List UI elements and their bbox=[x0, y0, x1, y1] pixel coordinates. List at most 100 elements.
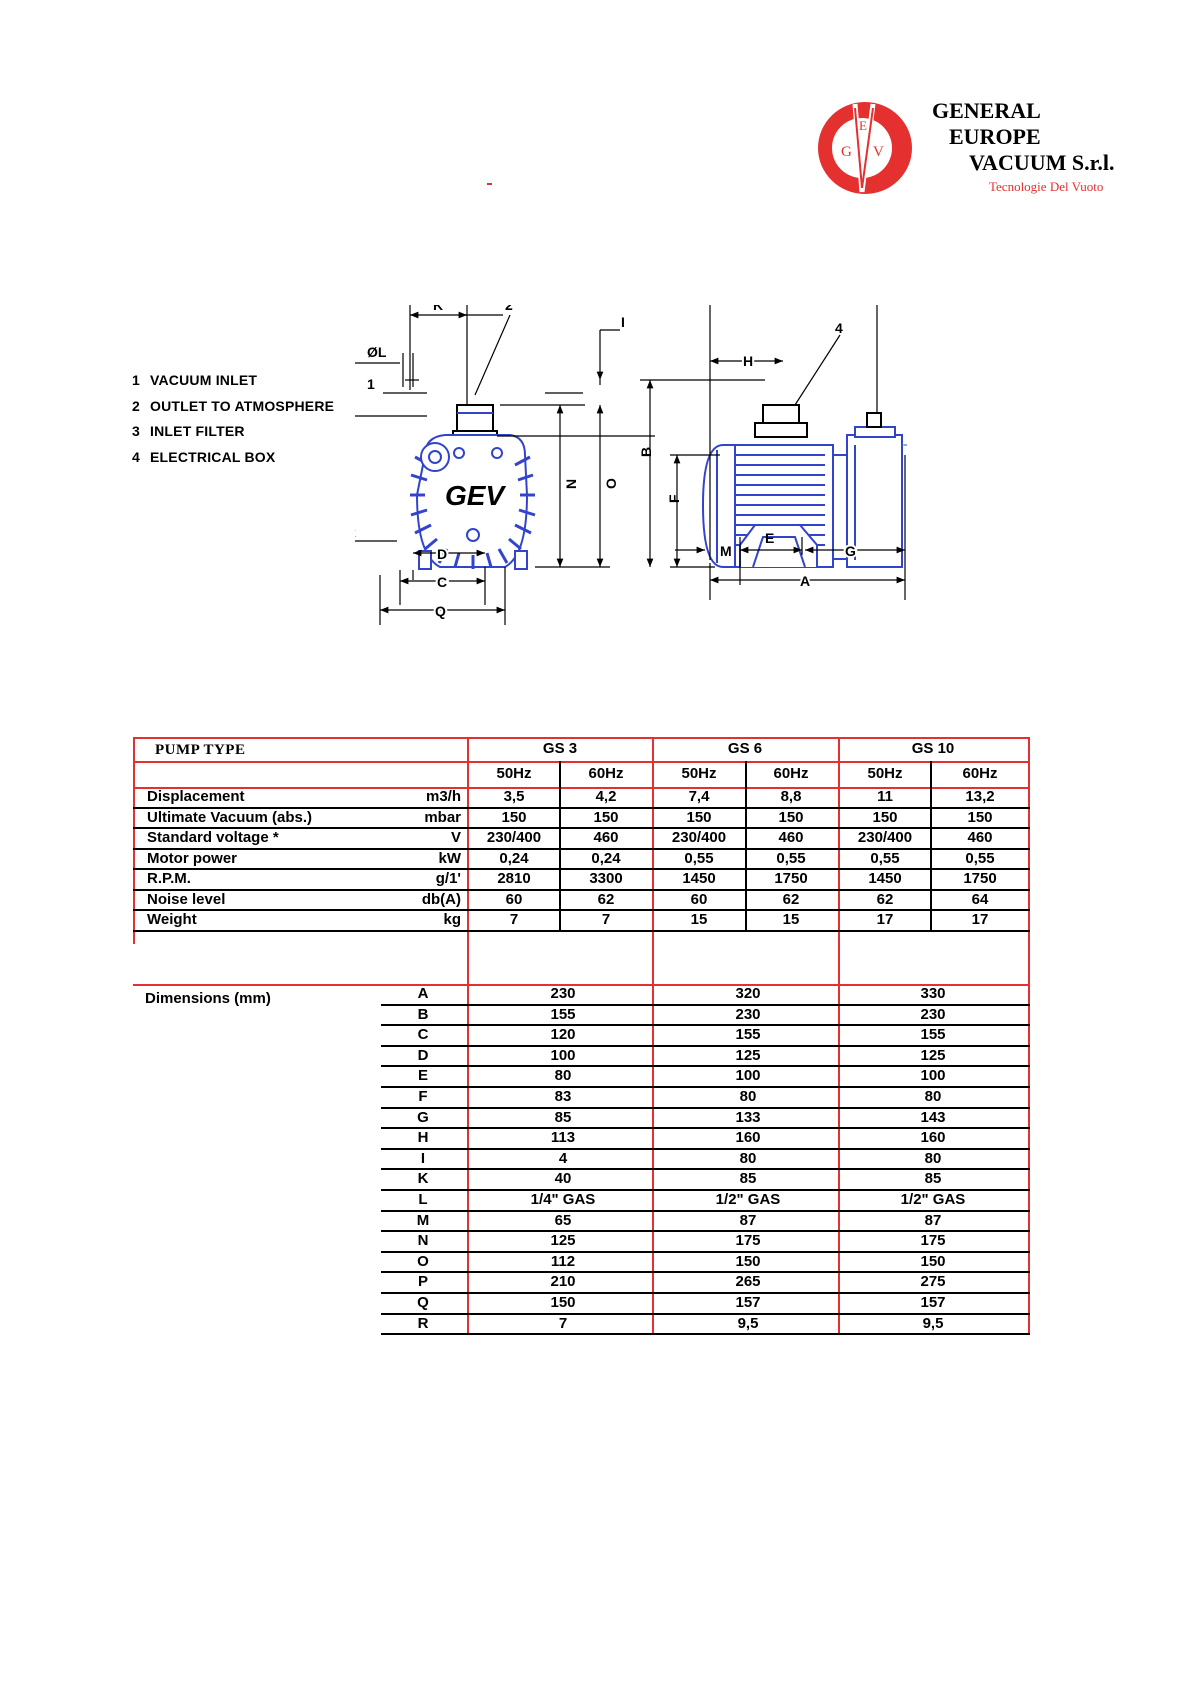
spec-value: 7 bbox=[509, 911, 519, 928]
spec-value: 150 bbox=[872, 808, 898, 826]
spec-value: 11 bbox=[877, 788, 893, 805]
dimension-value: 85 bbox=[739, 1170, 757, 1188]
dimension-row-line bbox=[381, 1044, 1030, 1047]
dimension-value: 87 bbox=[924, 1211, 942, 1229]
table-border-left bbox=[133, 737, 135, 944]
dimension-row-line bbox=[381, 1292, 1030, 1294]
dimension-value: 275 bbox=[920, 1273, 946, 1291]
spec-value: 0,55 bbox=[776, 849, 806, 867]
logo-letter-v: V bbox=[873, 144, 884, 160]
model-column-border bbox=[652, 737, 654, 1335]
frequency-header: 50Hz bbox=[496, 765, 532, 782]
spec-row-line bbox=[133, 868, 1030, 870]
dimension-value: 83 bbox=[554, 1088, 572, 1105]
model-header: GS 10 bbox=[911, 740, 955, 757]
pump-side-view bbox=[640, 305, 907, 600]
dimension-value: 320 bbox=[735, 985, 761, 1002]
spec-value: 0,55 bbox=[965, 849, 995, 867]
spec-value: 17 bbox=[971, 911, 989, 928]
spec-value: 8,8 bbox=[780, 788, 802, 805]
legend-number: 2 bbox=[132, 397, 140, 414]
dimension-value: 175 bbox=[920, 1232, 946, 1250]
dimension-value: 265 bbox=[735, 1273, 761, 1291]
spec-value: 62 bbox=[782, 890, 800, 908]
dim-label-p: P bbox=[787, 305, 796, 308]
spec-value: 7 bbox=[601, 911, 611, 928]
dimension-value: 40 bbox=[554, 1170, 572, 1188]
spec-row-line bbox=[133, 806, 1030, 809]
dimension-value: 1/2" GAS bbox=[715, 1191, 781, 1208]
spec-label: Weight bbox=[147, 911, 197, 928]
dimension-key: N bbox=[417, 1232, 429, 1250]
table-header-bottom bbox=[133, 787, 1030, 789]
spec-value: 150 bbox=[686, 808, 712, 826]
dimension-value: 80 bbox=[924, 1088, 942, 1105]
spec-value: 13,2 bbox=[965, 788, 995, 805]
dimension-value: 155 bbox=[920, 1026, 946, 1044]
stray-mark bbox=[487, 183, 492, 185]
legend-label: ELECTRICAL BOX bbox=[150, 448, 276, 465]
spec-value: 17 bbox=[876, 911, 894, 928]
dimension-key: O bbox=[417, 1252, 429, 1270]
spec-value: 1750 bbox=[963, 870, 997, 887]
frequency-header: 60Hz bbox=[962, 765, 998, 782]
dimension-row-line bbox=[381, 1147, 1030, 1150]
dimension-key: H bbox=[417, 1129, 429, 1147]
spec-value: 3,5 bbox=[503, 788, 525, 805]
legend-item: 3 INLET FILTER bbox=[132, 419, 334, 445]
dim-label-r: ØR bbox=[355, 524, 356, 540]
spec-value: 64 bbox=[971, 890, 989, 908]
dimension-value: 150 bbox=[920, 1252, 946, 1270]
dimension-value: 80 bbox=[739, 1088, 757, 1105]
spec-value: 60 bbox=[505, 890, 523, 908]
legend-label: INLET FILTER bbox=[150, 423, 245, 439]
spec-row-line bbox=[133, 909, 1030, 911]
spec-value: 0,55 bbox=[870, 849, 900, 867]
dimension-row-line bbox=[381, 1168, 1030, 1171]
dim-label-d: D bbox=[437, 546, 447, 562]
dimension-value: 143 bbox=[920, 1108, 946, 1126]
dimension-value: 120 bbox=[550, 1026, 576, 1044]
dimension-row-line bbox=[381, 1106, 1030, 1109]
table-border-right bbox=[1028, 737, 1030, 984]
spec-value: 62 bbox=[876, 890, 894, 908]
dim-label-g: G bbox=[845, 543, 856, 559]
dimension-value: 80 bbox=[554, 1067, 572, 1085]
dim-label-m: M bbox=[720, 543, 732, 559]
dimension-value: 155 bbox=[550, 1005, 576, 1023]
dimension-key: C bbox=[417, 1026, 429, 1044]
spec-row-line bbox=[133, 827, 1030, 829]
dim-label-k: K bbox=[433, 305, 443, 313]
dimension-value: 100 bbox=[735, 1067, 761, 1085]
dimension-row-line bbox=[381, 1271, 1030, 1274]
dimension-value: 157 bbox=[735, 1294, 761, 1311]
dimension-key: A bbox=[417, 985, 429, 1002]
dim-label-f: F bbox=[666, 494, 682, 503]
frequency-header: 50Hz bbox=[867, 765, 903, 782]
company-tagline: Tecnologie Del Vuoto bbox=[989, 179, 1104, 194]
spec-label: R.P.M. bbox=[147, 870, 191, 887]
dimension-value: 100 bbox=[550, 1046, 576, 1064]
dimension-row-line bbox=[381, 1250, 1030, 1253]
spec-label: Displacement bbox=[147, 788, 245, 805]
dim-label-c: C bbox=[437, 574, 447, 590]
spec-value: 150 bbox=[593, 808, 619, 826]
side-view-labels: P 4 H B F M E G A bbox=[638, 305, 858, 591]
callout-2: 2 bbox=[505, 305, 513, 313]
dimension-key: D bbox=[417, 1046, 429, 1064]
dimension-value: 112 bbox=[550, 1252, 576, 1270]
dimension-row-line bbox=[381, 1086, 1030, 1088]
logo-letter-e: E bbox=[859, 118, 867, 133]
dim-label-o: O bbox=[603, 478, 619, 489]
dimension-value: 210 bbox=[550, 1273, 576, 1291]
legend-number: 3 bbox=[132, 423, 140, 439]
legend-label: VACUUM INLET bbox=[150, 372, 258, 388]
dimension-value: 160 bbox=[735, 1129, 761, 1147]
dimension-value: 7 bbox=[558, 1314, 568, 1332]
callout-4: 4 bbox=[835, 320, 843, 336]
model-header: GS 6 bbox=[727, 740, 763, 757]
dimension-value: 230 bbox=[735, 1005, 761, 1023]
dimension-row-line bbox=[381, 1065, 1030, 1068]
